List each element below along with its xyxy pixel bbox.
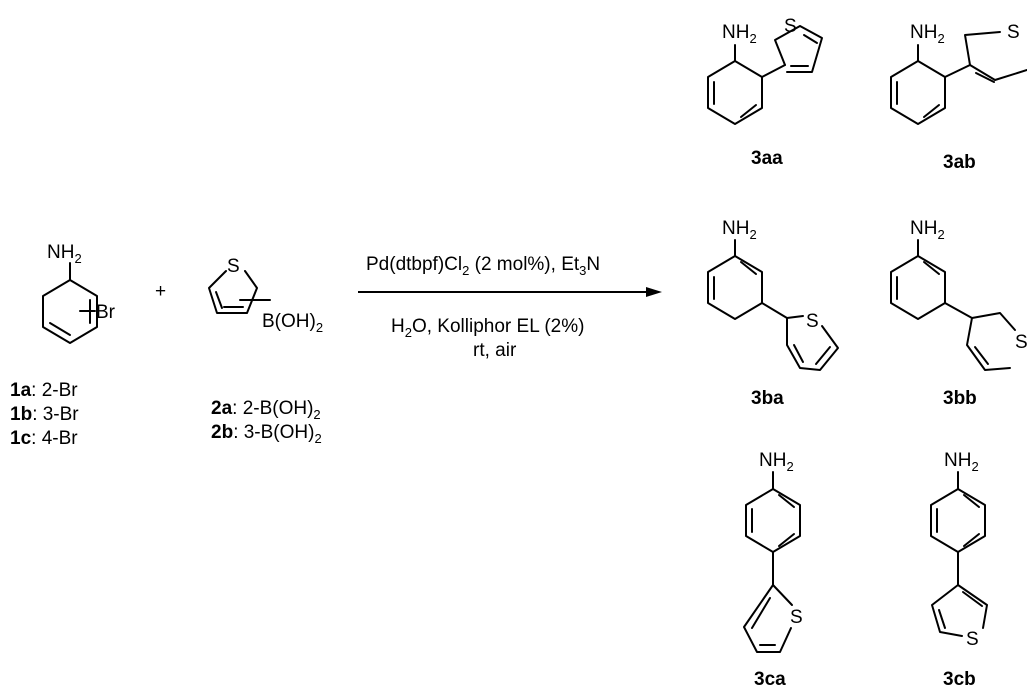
- boronic-acid-label: B(OH)2: [262, 311, 323, 335]
- svg-text:NH2: NH2: [722, 22, 757, 46]
- svg-text:S: S: [966, 629, 979, 650]
- amine-label: NH2: [47, 242, 82, 266]
- conditions-catalyst: Pd(dtbpf)Cl2 (2 mol%), Et3N: [366, 254, 600, 278]
- conditions-solvent: H2O, Kolliphor EL (2%): [391, 316, 584, 340]
- svg-text:S: S: [784, 16, 797, 37]
- product-structure-3ab: NH2 S: [890, 22, 1027, 125]
- product-structure-3bb: NH2 S: [890, 218, 1027, 371]
- plus-sign: +: [155, 281, 166, 302]
- product-label-3ca: 3ca: [754, 669, 786, 690]
- product-structure-3aa: NH2 S: [707, 16, 823, 125]
- thiopheneboronic-structure: S B(OH)2: [208, 256, 323, 335]
- product-label-3cb: 3cb: [943, 669, 976, 690]
- sulfur-label: S: [227, 256, 240, 277]
- svg-text:NH2: NH2: [759, 450, 794, 474]
- product-label-3ab: 3ab: [943, 152, 976, 173]
- product-label-3aa: 3aa: [751, 148, 783, 169]
- reactant-label-1b: 1b: 3-Br: [10, 404, 79, 425]
- reaction-arrow: [358, 287, 662, 297]
- product-structure-3cb: NH2 S: [930, 450, 988, 650]
- reactant-label-2b: 2b: 3-B(OH)2: [211, 422, 322, 446]
- svg-text:S: S: [1015, 332, 1027, 353]
- svg-text:S: S: [806, 311, 819, 332]
- reactant-label-1a: 1a: 2-Br: [10, 380, 78, 401]
- bromine-label: Br: [96, 302, 116, 323]
- reactant-label-1c: 1c: 4-Br: [10, 428, 78, 449]
- bromoaniline-structure: NH2 Br: [42, 242, 116, 344]
- svg-text:S: S: [1007, 22, 1020, 43]
- product-structure-3ba: NH2 S: [707, 218, 839, 371]
- reactant-label-2a: 2a: 2-B(OH)2: [211, 398, 321, 422]
- svg-text:NH2: NH2: [910, 218, 945, 242]
- product-label-3ba: 3ba: [751, 388, 784, 409]
- product-structure-3ca: NH2 S: [743, 450, 803, 653]
- svg-text:S: S: [790, 607, 803, 628]
- svg-text:NH2: NH2: [944, 450, 979, 474]
- svg-text:NH2: NH2: [910, 22, 945, 46]
- conditions-temperature: rt, air: [473, 340, 517, 361]
- product-label-3bb: 3bb: [943, 388, 977, 409]
- svg-text:NH2: NH2: [722, 218, 757, 242]
